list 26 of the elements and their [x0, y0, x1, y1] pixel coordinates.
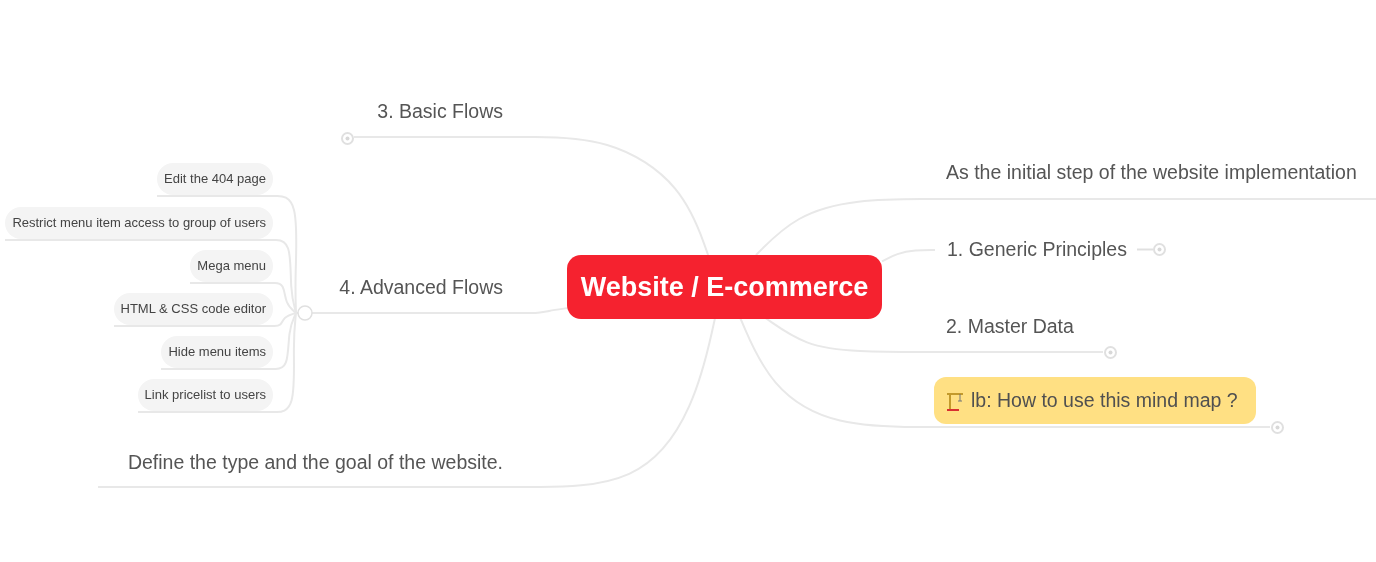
subtopic-chip: Hide menu items [161, 336, 273, 368]
branch-topic: 3. Basic Flows [354, 98, 520, 138]
branch-connector [881, 249, 936, 263]
branch-connector [272, 312, 297, 413]
branch-connector [519, 136, 710, 256]
branch-connector [272, 239, 297, 314]
branch-topic: 2. Master Data [935, 313, 1103, 353]
branch-topic: As the initial step of the website implementation [935, 159, 1376, 200]
subtopic-chip: HTML & CSS code editor [113, 293, 273, 325]
branch-connector [755, 198, 936, 256]
subtopic-chip: Edit the 404 page [157, 163, 273, 195]
branch-connector [764, 317, 936, 353]
branch-connector [519, 317, 717, 488]
subtopic-chip: Restrict menu item access to group of users [5, 207, 273, 239]
branch-topic: Define the type and the goal of the website. [98, 449, 520, 488]
branch-connector [739, 317, 935, 428]
note-text: lb: How to use this mind map ? [971, 389, 1238, 412]
branch-connector [519, 307, 568, 314]
branch-connector [272, 282, 297, 314]
branch-topic: 1. Generic Principles [935, 237, 1135, 263]
subtopic-chip: Mega menu [190, 250, 273, 282]
branch-connector [272, 312, 297, 327]
subtopic-chip: Link pricelist to users [137, 379, 273, 411]
branch-connector [272, 312, 297, 370]
central-topic: Website / E-commerce [567, 255, 882, 319]
branch-connector [272, 195, 298, 314]
